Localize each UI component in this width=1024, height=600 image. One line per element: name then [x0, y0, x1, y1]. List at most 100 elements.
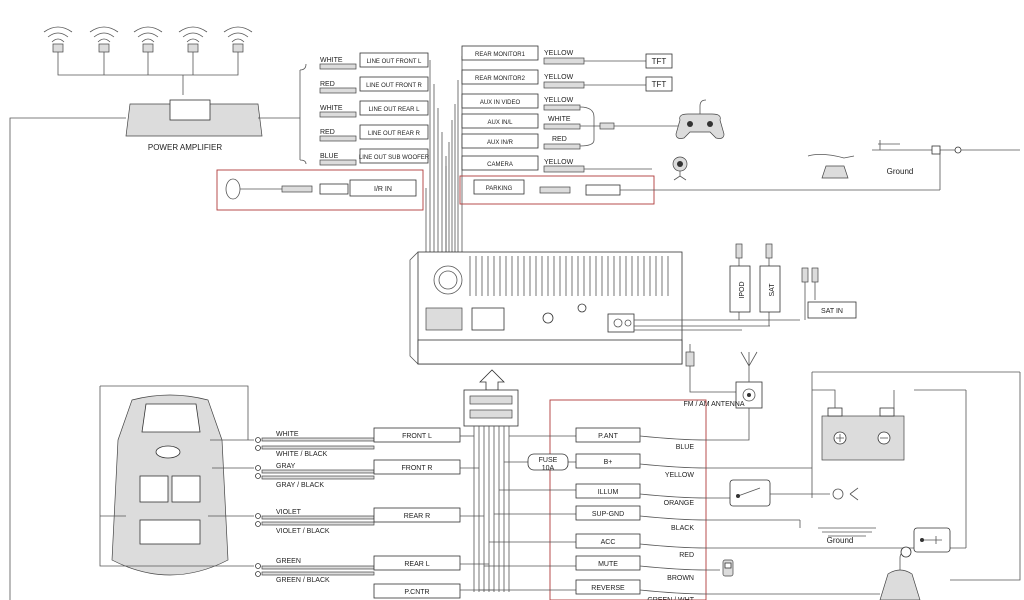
sat-label: SAT — [769, 283, 776, 297]
svg-text:GRAY / BLACK: GRAY / BLACK — [276, 482, 324, 489]
svg-text:GRAY: GRAY — [276, 463, 296, 470]
sat-connector: SAT — [759, 243, 781, 326]
wire-illum: ILLUM ORANGE — [499, 483, 730, 507]
ipod-connector: IPOD — [729, 243, 751, 320]
tft-label: TFT — [652, 57, 667, 66]
harness-connector — [463, 369, 519, 592]
tft-label: TFT — [652, 80, 667, 89]
svg-text:BLUE: BLUE — [676, 444, 695, 451]
svg-text:YELLOW: YELLOW — [544, 50, 574, 57]
svg-text:LINE OUT FRONT L: LINE OUT FRONT L — [367, 59, 422, 65]
aux-in-video: AUX IN VIDEO YELLOW — [461, 93, 581, 111]
svg-text:REVERSE: REVERSE — [591, 585, 625, 592]
speaker-front-l: WHITE WHITE / BLACK FRONT L — [210, 427, 474, 458]
speaker-group — [43, 26, 253, 95]
svg-text:REAR MONITOR2: REAR MONITOR2 — [475, 76, 526, 82]
camera-input: CAMERA YELLOW — [461, 155, 652, 173]
antenna-group: FM / AM ANTENNA — [683, 344, 763, 441]
svg-text:BLUE: BLUE — [320, 153, 339, 160]
av-input-list: REAR MONITOR1 YELLOW TFT REAR MONITOR2 Y… — [461, 45, 725, 181]
svg-text:WHITE / BLACK: WHITE / BLACK — [276, 451, 328, 458]
svg-text:AUX IN VIDEO: AUX IN VIDEO — [480, 100, 521, 106]
illumination-switch-icon — [729, 479, 859, 507]
p-cntr: P.CNTR — [373, 583, 494, 599]
rear-monitor-2: REAR MONITOR2 YELLOW TFT — [461, 69, 673, 92]
line-out-front-r: RED LINE OUT FRONT R — [319, 76, 429, 94]
speaker-rear-r: VIOLET VIOLET / BLACK REAR R — [208, 507, 484, 535]
car-icon — [99, 385, 249, 576]
power-amplifier-label: POWER AMPLIFIER — [148, 143, 222, 152]
svg-text:ILLUM: ILLUM — [598, 489, 619, 496]
gear-shift-icon — [879, 546, 921, 600]
svg-text:ACC: ACC — [601, 539, 616, 546]
sat-in-label: SAT IN — [821, 308, 843, 315]
svg-text:VIOLET: VIOLET — [276, 509, 302, 516]
battery-icon — [821, 407, 905, 461]
svg-text:REAR MONITOR1: REAR MONITOR1 — [475, 52, 526, 58]
ground-symbol-bottom: Ground — [799, 520, 876, 545]
svg-text:WHITE: WHITE — [320, 57, 343, 64]
ground-symbol-top: Ground — [872, 140, 916, 176]
svg-text:FRONT R: FRONT R — [402, 465, 433, 472]
svg-text:P.CNTR: P.CNTR — [404, 589, 429, 596]
svg-text:AUX IN/L: AUX IN/L — [487, 120, 513, 126]
svg-text:10A: 10A — [542, 465, 555, 472]
power-amplifier: POWER AMPLIFIER — [125, 99, 263, 152]
svg-text:RED: RED — [320, 129, 335, 136]
svg-text:FUSE: FUSE — [539, 457, 558, 464]
speaker-front-r: GRAY GRAY / BLACK FRONT R — [212, 459, 479, 489]
svg-text:WHITE: WHITE — [320, 105, 343, 112]
svg-text:AUX IN/R: AUX IN/R — [487, 140, 514, 146]
wire-p-ant: P.ANT BLUE — [509, 427, 708, 451]
line-out-subwoofer: BLUE LINE OUT SUB WOOFER — [319, 148, 430, 166]
aux-in-r: AUX IN/R RED — [461, 133, 581, 150]
svg-text:REAR R: REAR R — [404, 513, 430, 520]
svg-text:GREEN / BLACK: GREEN / BLACK — [276, 577, 330, 584]
svg-text:P.ANT: P.ANT — [598, 433, 618, 440]
wire-sup-gnd: SUP-GND BLACK — [494, 505, 800, 532]
aux-in-l: AUX IN/L WHITE — [461, 113, 581, 130]
svg-text:MUTE: MUTE — [598, 561, 618, 568]
svg-text:BLACK: BLACK — [671, 525, 694, 532]
svg-text:LINE OUT SUB WOOFER: LINE OUT SUB WOOFER — [359, 155, 430, 161]
svg-text:YELLOW: YELLOW — [544, 159, 574, 166]
rear-monitor-1: REAR MONITOR1 YELLOW TFT — [461, 45, 673, 69]
wire-b-plus: B+ YELLOW — [575, 453, 812, 479]
speaker-icon — [178, 26, 208, 53]
camera-icon — [672, 156, 688, 181]
key-switch-icon — [913, 527, 951, 553]
wire-acc: ACC RED — [489, 533, 966, 559]
svg-text:LINE OUT REAR L: LINE OUT REAR L — [369, 107, 421, 113]
line-out-front-l: WHITE LINE OUT FRONT L — [319, 52, 429, 70]
power-wire-group: FUSE 10A P.ANT BLUE B+ YELLOW ILLUM ORAN… — [479, 399, 966, 600]
svg-text:BROWN: BROWN — [667, 575, 694, 582]
phone-icon — [722, 559, 734, 577]
wire-mute: MUTE BROWN — [484, 555, 720, 582]
parking-group: PARKING — [459, 175, 940, 205]
svg-text:ORANGE: ORANGE — [664, 500, 695, 507]
line-out-list: WHITE LINE OUT FRONT L RED LINE OUT FRON… — [319, 52, 430, 166]
svg-text:CAMERA: CAMERA — [487, 162, 513, 168]
fuse: FUSE 10A — [504, 453, 576, 472]
heatsink — [469, 256, 669, 296]
svg-text:LINE OUT FRONT R: LINE OUT FRONT R — [366, 83, 422, 89]
svg-text:VIOLET / BLACK: VIOLET / BLACK — [276, 528, 330, 535]
ipod-label: IPOD — [739, 281, 746, 298]
sat-in-connector: SAT IN — [801, 267, 857, 320]
svg-text:SUP-GND: SUP-GND — [592, 511, 624, 518]
line-out-rear-r: RED LINE OUT REAR R — [319, 124, 429, 142]
svg-text:WHITE: WHITE — [548, 116, 571, 123]
svg-text:GREEN / WHT: GREEN / WHT — [647, 597, 694, 600]
handbrake-switch-icon — [807, 154, 855, 179]
svg-text:REAR L: REAR L — [404, 561, 429, 568]
speaker-icon — [89, 26, 119, 53]
svg-text:FRONT L: FRONT L — [402, 433, 432, 440]
speaker-icon — [223, 26, 253, 53]
svg-text:RED: RED — [552, 136, 567, 143]
svg-text:YELLOW: YELLOW — [544, 74, 574, 81]
svg-text:WHITE: WHITE — [276, 431, 299, 438]
parking-label: PARKING — [486, 186, 513, 192]
svg-text:B+: B+ — [604, 459, 613, 466]
svg-text:LINE OUT REAR R: LINE OUT REAR R — [368, 131, 421, 137]
